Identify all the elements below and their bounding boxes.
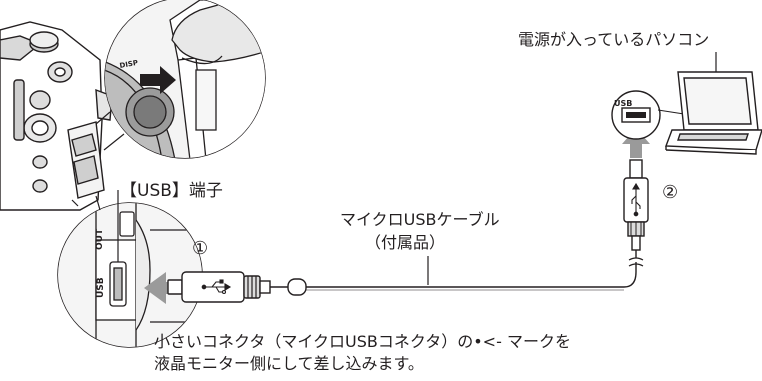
instruction-line-1: 小さいコネクタ（マイクロUSBコネクタ）の•<- マークを [154,332,571,351]
usb-port-label: USB [96,277,106,298]
usb-symbol-icon [631,182,641,217]
cable-ferrite-core [287,278,307,296]
usb-cable [306,262,637,288]
instruction-line-2: 液晶モニター側にして差し込みます。 [154,354,424,373]
camera-illustration [0,21,113,211]
step-1-marker: ① [192,238,209,259]
pc-usb-port [611,90,661,140]
zoom-detail-top: DISP [104,0,266,159]
step-2-marker: ② [662,182,679,203]
arrow-up-icon [622,128,650,158]
out-port-label: OUT [95,228,105,250]
laptop-pc-icon [665,71,762,155]
zoom-detail-port: OUT USB [57,202,203,348]
cable-accessory-note: （付属品） [365,233,446,252]
usb-a-plug [623,159,649,251]
pc-label: 電源が入っているパソコン [518,30,710,49]
pc-usb-badge-text: USB [614,99,633,108]
cable-name: マイクロUSBケーブル [340,210,500,229]
usb-symbol-icon [201,279,232,295]
disp-label: DISP [119,59,139,70]
micro-usb-connector [167,271,271,303]
usb-port-title: 【USB】端子 [120,181,223,201]
push-arrow-icon [140,66,176,94]
insert-arrow-icon [144,272,186,304]
